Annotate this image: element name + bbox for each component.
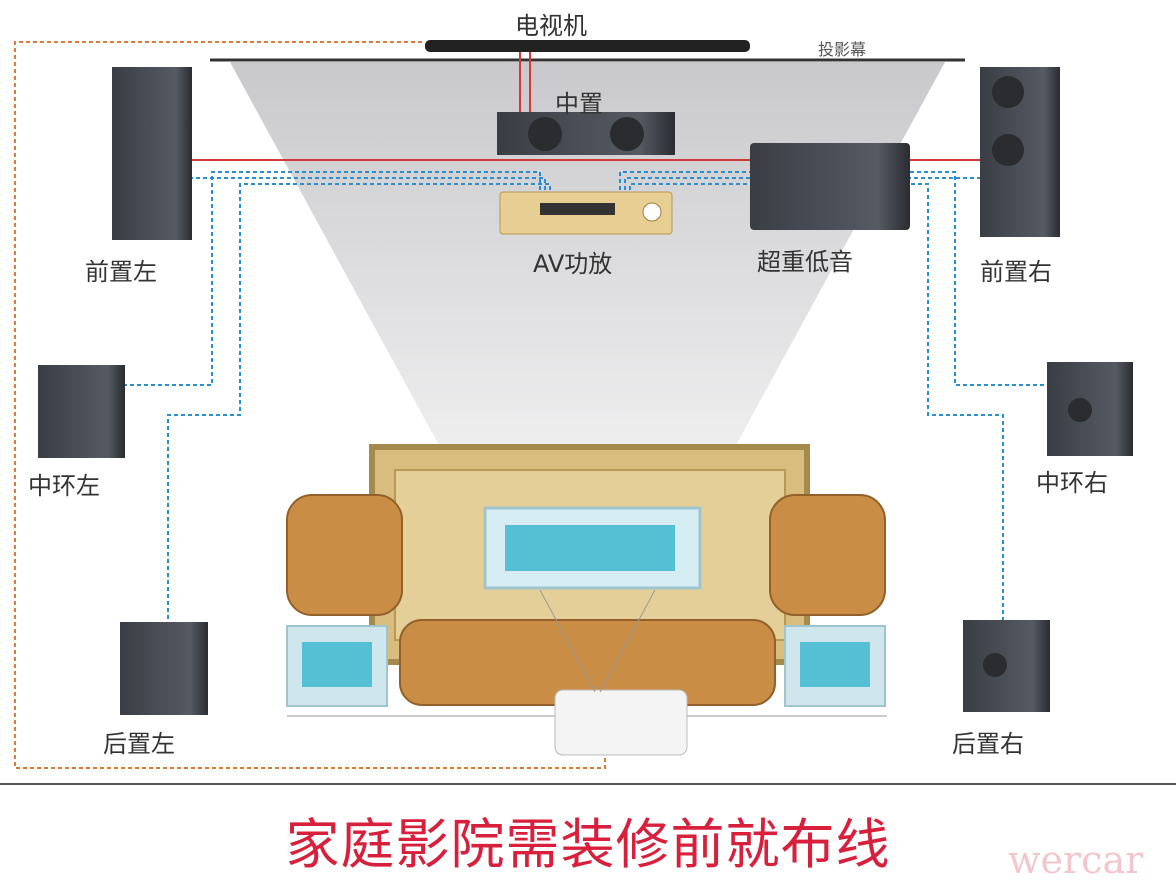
mid-right-label: 中环右: [1036, 469, 1108, 497]
front-right-label: 前置右: [980, 258, 1052, 286]
signal-wire-left-front: [192, 177, 546, 190]
mid-left-speaker: [38, 365, 125, 458]
center-speaker: [497, 112, 675, 155]
front-left-speaker: [112, 67, 192, 240]
rear-right-label: 后置右: [952, 730, 1024, 758]
front-left-label: 前置左: [85, 258, 157, 286]
tv-label: 电视机: [515, 12, 587, 40]
tv-wire: [519, 52, 531, 112]
caption: 家庭影院需装修前就布线: [285, 813, 891, 876]
amp-label: AV功放: [533, 250, 613, 278]
sofa-right: [769, 494, 886, 616]
mid-left-label: 中环左: [28, 472, 100, 500]
subwoofer: [750, 143, 910, 230]
signal-wire-right-mid: [619, 171, 1047, 386]
rear-left-speaker: [120, 622, 208, 715]
screen-label: 投影幕: [818, 40, 867, 59]
subwoofer-label: 超重低音: [757, 248, 853, 276]
signal-wire-left-mid: [125, 171, 541, 386]
sofa-left: [286, 494, 403, 616]
signal-wire-left-rear: [167, 183, 551, 620]
signal-wire-right-rear: [629, 183, 1004, 620]
center-label: 中置: [555, 90, 603, 118]
watermark: wercar: [1008, 838, 1144, 882]
tv: [425, 40, 750, 52]
rear-left-label: 后置左: [103, 730, 175, 758]
projector: [554, 689, 688, 756]
